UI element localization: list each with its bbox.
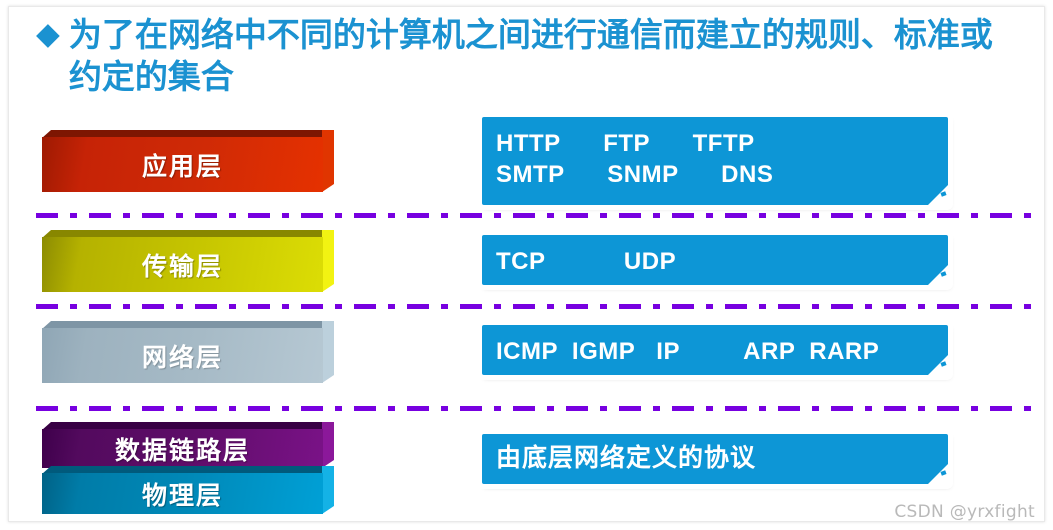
separator-application-transport [36,213,1041,218]
protocol-card-lowerlayer[interactable]: 由底层网络定义的协议 [482,434,948,484]
layer-block-side-face [322,321,334,383]
layer-block-transport[interactable]: 传输层 [42,230,334,292]
layer-label-datalink: 数据链路层 [42,429,323,468]
layer-block-side-face [322,422,334,468]
protocol-card-line-2: SMTP SNMP DNS [496,161,774,188]
layer-block-physical[interactable]: 物理层 [42,466,334,514]
layer-block-side-face [322,130,334,192]
layer-block-application[interactable]: 应用层 [42,130,334,192]
layer-block-side-face [322,466,334,514]
protocol-card-line-1: TCP UDP [496,248,677,275]
layer-block-side-face [322,230,334,292]
watermark-text: CSDN @yrxfight [894,502,1035,522]
layer-label-network: 网络层 [42,328,323,383]
page-title-text: 为了在网络中不同的计算机之间进行通信而建立的规则、标准或约定的集合 [68,16,993,95]
protocol-card-transport[interactable]: TCP UDP [482,235,948,285]
protocol-card-application[interactable]: HTTP FTP TFTP SMTP SNMP DNS [482,117,948,205]
layer-block-datalink[interactable]: 数据链路层 [42,422,334,468]
page-title: ◆ 为了在网络中不同的计算机之间进行通信而建立的规则、标准或约定的集合 [36,14,996,98]
layer-label-physical: 物理层 [42,473,323,514]
protocol-card-network[interactable]: ICMP IGMP IP ARP RARP [482,325,948,375]
layer-block-top-bevel [42,130,334,138]
layer-block-network[interactable]: 网络层 [42,321,334,383]
protocol-card-line-1: HTTP FTP TFTP [496,130,755,157]
layer-label-transport: 传输层 [42,237,323,292]
diamond-bullet-icon: ◆ [36,16,60,51]
layer-block-top-bevel [42,466,334,474]
layer-block-top-bevel [42,230,334,238]
separator-transport-network [36,304,1041,309]
protocol-card-line-1: 由底层网络定义的协议 [496,444,757,472]
layer-block-top-bevel [42,321,334,329]
layer-label-application: 应用层 [42,137,323,192]
separator-network-datalink [36,406,1041,411]
layer-block-top-bevel [42,422,334,430]
protocol-card-line-1: ICMP IGMP IP ARP RARP [496,338,880,365]
